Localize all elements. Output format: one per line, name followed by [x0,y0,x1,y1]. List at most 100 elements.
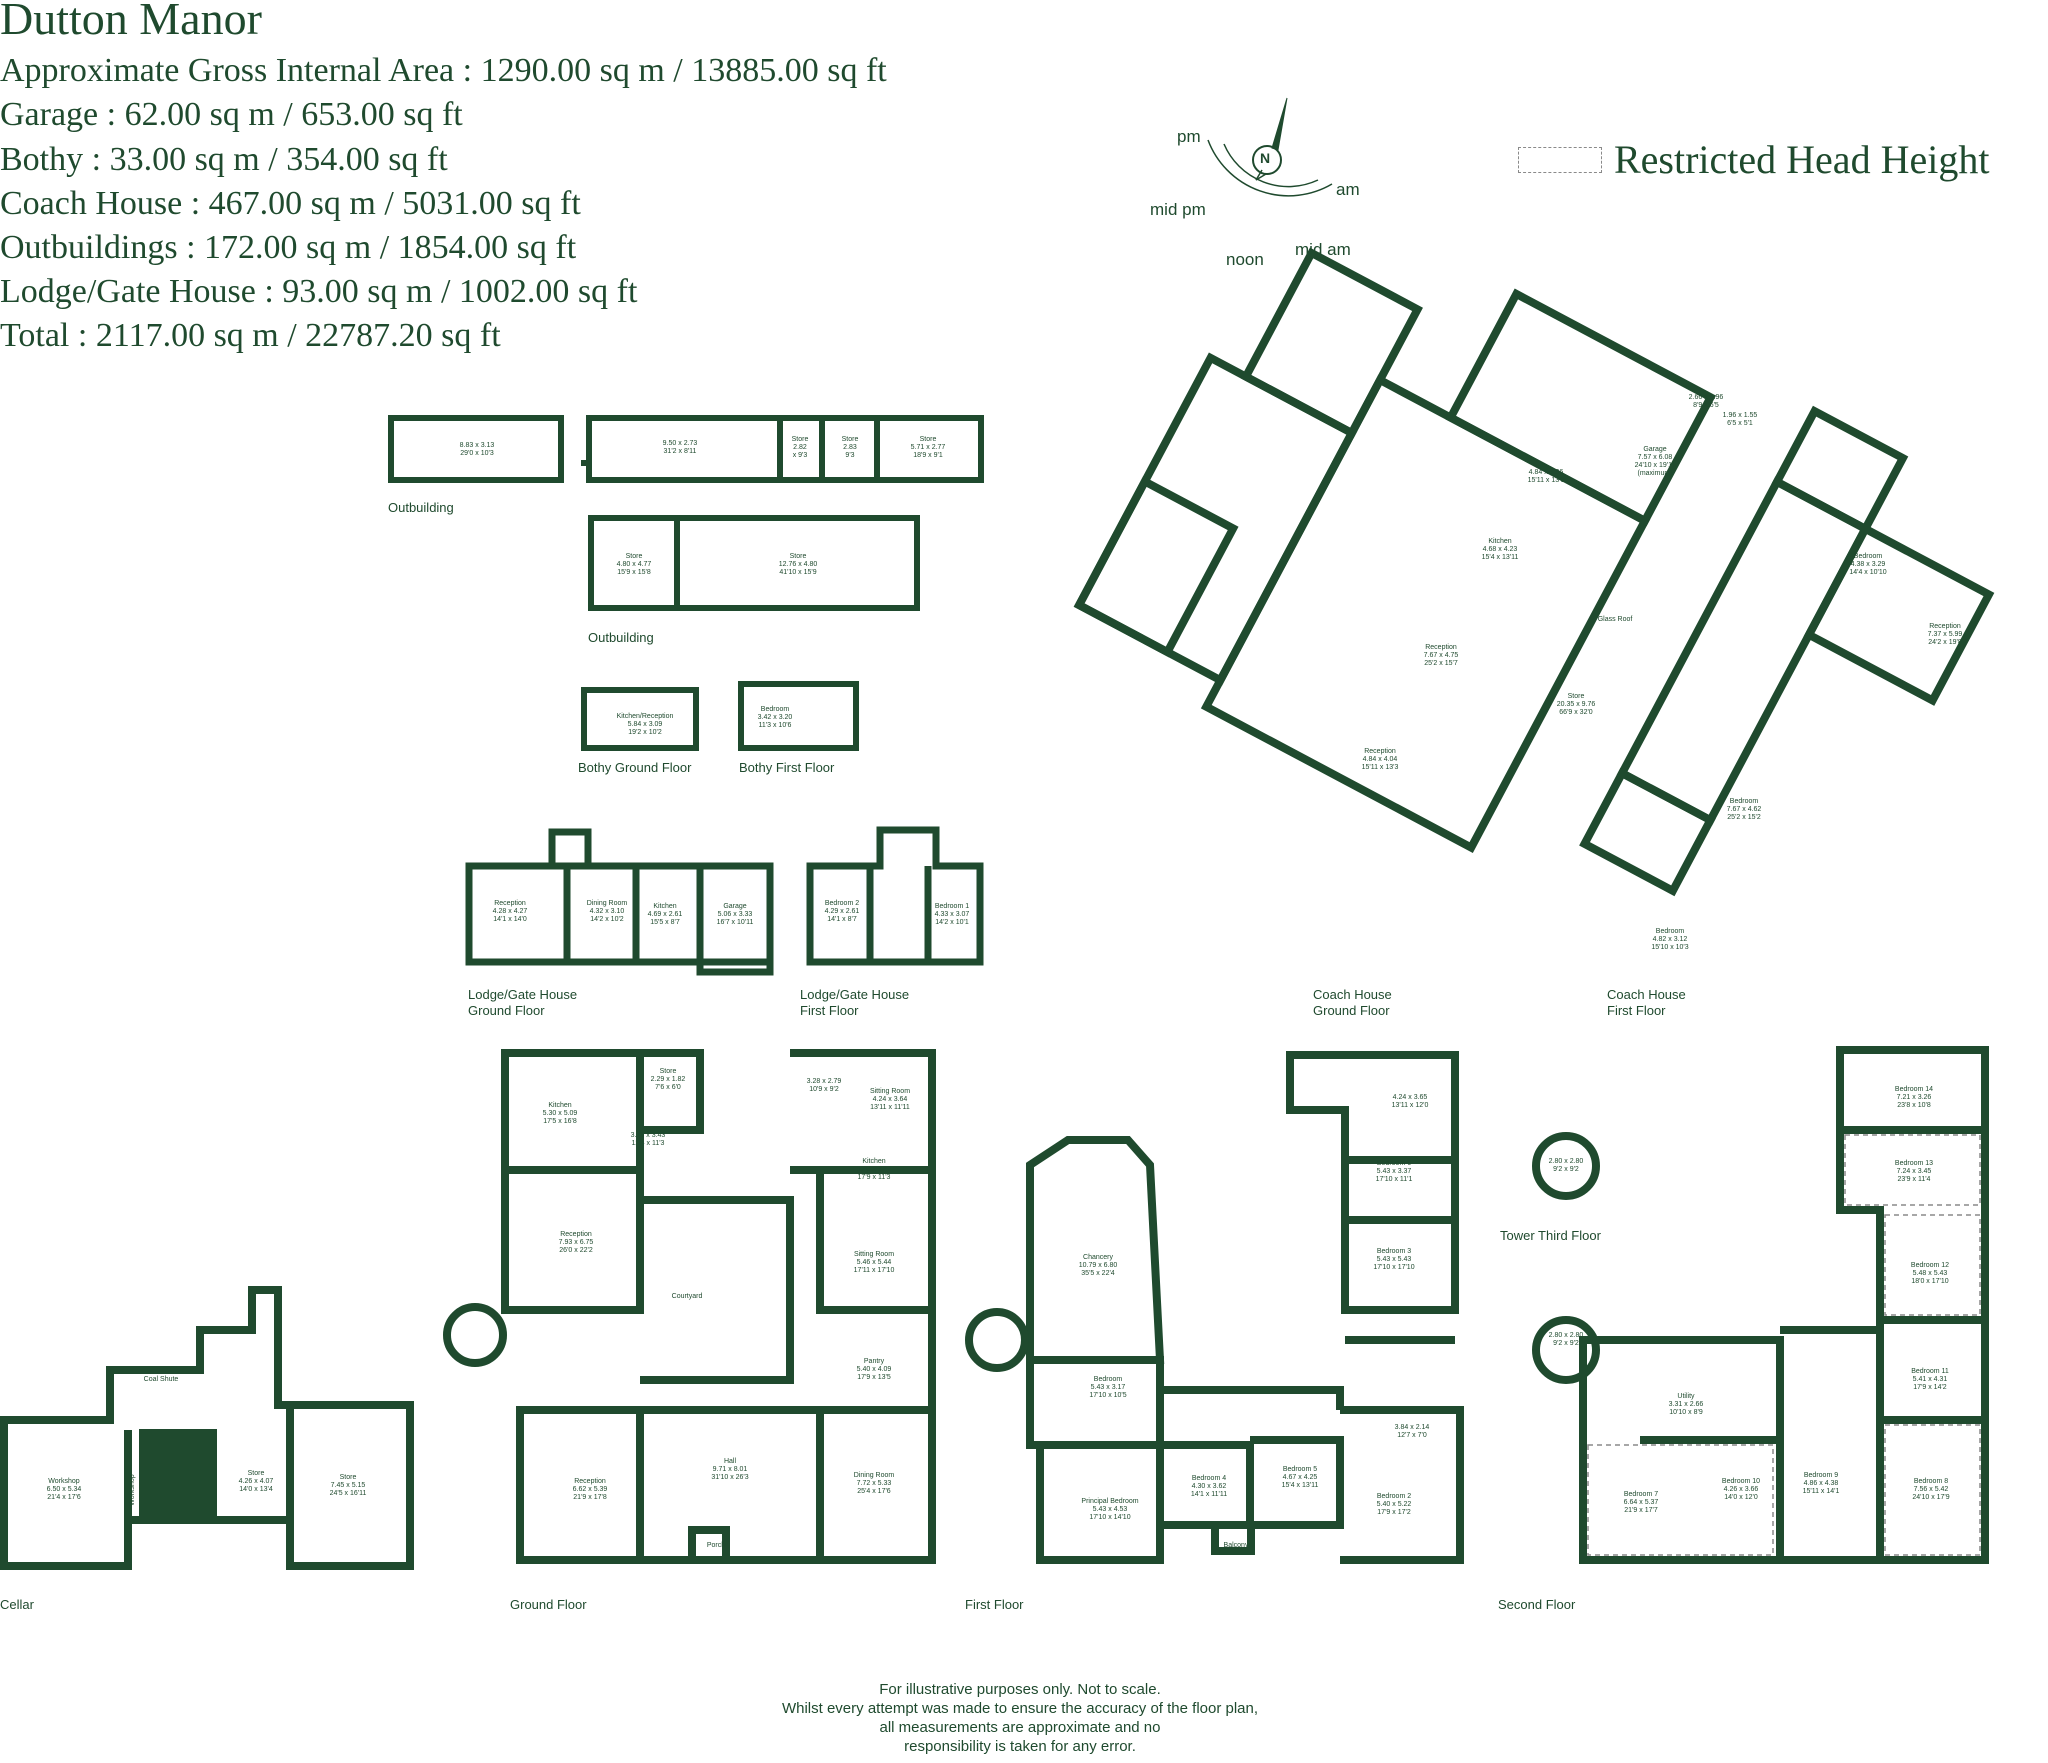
compass-icon [1207,97,1333,200]
legend: Restricted Head Height [1518,136,1989,183]
room-label: Store 5.71 x 2.77 18'9 x 9'1 [910,436,946,459]
compass-north: N [1260,150,1271,166]
plan-label-second-floor: Second Floor [1498,1597,1576,1612]
room-label: Bedroom 7 6.64 x 5.37 21'9 x 17'7 [1623,1491,1659,1514]
room-label: Bedroom 2 5.40 x 5.22 17'9 x 17'2 [1376,1493,1412,1516]
room-label: 2.80 x 2.80 9'2 x 9'2 [1548,1332,1584,1347]
room-label: Store 4.80 x 4.77 15'9 x 15'8 [616,553,652,576]
room-label: Bedroom 4.38 x 3.29 14'4 x 10'10 [1849,553,1887,576]
room-label: Kitchen 4.69 x 2.61 15'5 x 8'7 [647,903,683,926]
room-label: 8.83 x 3.13 29'0 x 10'3 [459,442,495,457]
room-label: Store 4.26 x 4.07 14'0 x 13'4 [238,1470,274,1493]
room-label: Reception 4.84 x 4.04 15'11 x 13'3 [1361,748,1399,771]
room-label: Kitchen 5.40 x 3.42 17'9 x 11'3 [856,1158,892,1181]
room-label: 9.50 x 2.73 31'2 x 8'11 [662,440,698,455]
room-label: Bedroom 2 4.29 x 2.61 14'1 x 8'7 [824,900,860,923]
plan-label-bothy-first: Bothy First Floor [739,760,835,775]
area-line-total: Total : 2117.00 sq m / 22787.20 sq ft [0,317,501,354]
area-line-gross: Approximate Gross Internal Area : 1290.0… [0,52,887,89]
room-label: 2.66 x 1.96 8'9 x 6'5 [1688,394,1724,409]
room-label: 4.24 x 3.65 13'11 x 12'0 [1391,1094,1429,1109]
room-label: Bedroom 5 4.67 x 4.25 15'4 x 13'11 [1281,1466,1319,1489]
room-label: Bedroom 13 7.24 x 3.45 23'9 x 11'4 [1894,1160,1934,1183]
room-label: 4.84 x 3.96 15'11 x 13'0 [1527,469,1565,484]
room-label: Store 2.82 x 9'3 [791,436,809,459]
compass-pm: pm [1177,127,1201,146]
room-label: Reception 7.93 x 6.75 26'0 x 22'2 [558,1231,594,1254]
room-label: Store 20.35 x 9.76 66'9 x 32'0 [1556,693,1596,716]
plan-label-lodge-first: Lodge/Gate House First Floor [800,987,910,1018]
plan-label-ground-floor: Ground Floor [510,1597,587,1612]
room-label: Bedroom 8 7.56 x 5.42 24'10 x 17'9 [1912,1478,1950,1501]
room-label: Workshop [129,1474,136,1506]
room-label: Bedroom 7.67 x 4.62 25'2 x 15'2 [1726,798,1762,821]
plan-label-outbuilding-1: Outbuilding [388,500,454,515]
page-title: Dutton Manor [0,0,262,44]
room-label: 3.78 x 3.43 12'4 x 11'3 [630,1132,666,1147]
compass-mid-pm: mid pm [1150,200,1206,219]
area-line-coach-house: Coach House : 467.00 sq m / 5031.00 sq f… [0,185,581,222]
plan-label-cellar: Cellar [0,1597,34,1612]
disclaimer: For illustrative purposes only. Not to s… [781,1681,1259,1755]
room-label: 2.80 x 2.80 9'2 x 9'2 [1548,1158,1584,1173]
plan-label-coach-ground: Coach House Ground Floor [1313,987,1392,1018]
room-label: Garage 7.57 x 6.08 24'10 x 19'11 (maximu… [1634,446,1676,477]
area-line-outbuildings: Outbuildings : 172.00 sq m / 1854.00 sq … [0,229,577,266]
room-label: Porch [706,1542,726,1549]
room-label: Principal Bedroom 5.43 x 4.53 17'10 x 14… [1081,1498,1139,1521]
plan-label-first-floor: First Floor [965,1597,1024,1612]
room-label: Reception 4.28 x 4.27 14'1 x 14'0 [492,900,528,923]
room-label: Bedroom 4 4.30 x 3.62 14'1 x 11'11 [1190,1475,1228,1498]
room-label: Kitchen 4.68 x 4.23 15'4 x 13'11 [1481,538,1519,561]
room-label: Utility 3.31 x 2.66 10'10 x 8'9 [1668,1393,1704,1416]
room-label: Kitchen 5.30 x 5.09 17'5 x 16'8 [542,1102,578,1125]
room-label: Garage 5.06 x 3.33 16'7 x 10'11 [716,903,754,926]
plan-label-lodge-ground: Lodge/Gate House Ground Floor [468,987,578,1018]
restricted-head-height-swatch [1518,146,1602,173]
room-label: Glass Roof [1597,616,1633,623]
room-label: Bedroom 12 5.48 x 5.43 18'0 x 17'10 [1910,1262,1950,1285]
room-label: Hall 9.71 x 8.01 31'10 x 26'3 [711,1458,749,1481]
room-label: Kitchen/Reception 5.84 x 3.09 19'2 x 10'… [616,713,674,736]
plan-label-tower-third: Tower Third Floor [1500,1228,1601,1243]
room-label: 3.28 x 2.79 10'9 x 9'2 [806,1078,842,1093]
room-label: Bedroom 4.82 x 3.12 15'10 x 10'3 [1651,928,1689,951]
area-line-bothy: Bothy : 33.00 sq m / 354.00 sq ft [0,141,448,178]
room-label: Bedroom 1 4.33 x 3.07 14'2 x 10'1 [934,903,970,926]
room-label: Courtyard [671,1293,703,1300]
compass-mid-am: mid am [1295,240,1351,259]
plan-label-outbuilding-2: Outbuilding [588,630,654,645]
room-label: Store 2.29 x 1.82 7'6 x 6'0 [650,1068,686,1091]
room-label: Store 2.83 9'3 [841,436,859,459]
room-label: Sitting Room 5.46 x 5.44 17'11 x 17'10 [853,1251,895,1274]
room-label: Reception 7.37 x 5.99 24'2 x 19'8 [1927,623,1963,646]
room-label: Store 12.76 x 4.80 41'10 x 15'9 [778,553,818,576]
room-label: Balcony [1223,1542,1249,1549]
room-label: Bedroom 9 4.86 x 4.38 15'11 x 14'1 [1802,1472,1840,1495]
room-label: Bedroom 3 5.43 x 5.43 17'10 x 17'10 [1373,1248,1415,1271]
room-label: Bedroom 14 7.21 x 3.26 23'8 x 10'8 [1894,1086,1934,1109]
room-label: Bedroom 5.43 x 3.17 17'10 x 10'5 [1089,1376,1127,1399]
room-label: Bedroom 10 4.26 x 3.66 14'0 x 12'0 [1721,1478,1761,1501]
room-label: Dining Room 7.72 x 5.33 25'4 x 17'6 [853,1472,895,1495]
room-label: Bedroom 6 5.43 x 3.37 17'10 x 11'1 [1375,1160,1413,1183]
room-label: Pantry 5.40 x 4.09 17'9 x 13'5 [856,1358,892,1381]
compass-noon: noon [1226,250,1264,269]
room-label: Bedroom 11 5.41 x 4.31 17'9 x 14'2 [1911,1368,1949,1391]
room-label: Sitting Room 4.24 x 3.64 13'11 x 11'11 [869,1088,911,1111]
room-label: Reception 6.62 x 5.39 21'9 x 17'8 [572,1478,608,1501]
plan-label-bothy-ground: Bothy Ground Floor [578,760,692,775]
room-label: Bedroom 3.42 x 3.20 11'3 x 10'6 [757,706,793,729]
plan-label-coach-first: Coach House First Floor [1607,987,1686,1018]
room-label: Reception 7.67 x 4.75 25'2 x 15'7 [1423,644,1459,667]
room-label: Store 7.45 x 5.15 24'5 x 16'11 [329,1474,367,1497]
room-label: Dining Room 4.32 x 3.10 14'2 x 10'2 [586,900,628,923]
room-label: 3.84 x 2.14 12'7 x 7'0 [1394,1424,1430,1439]
room-label: Coal Shute [143,1376,179,1383]
room-label: 1.96 x 1.55 6'5 x 5'1 [1722,412,1758,427]
room-label: Workshop 6.50 x 5.34 21'4 x 17'6 [46,1478,82,1501]
legend-label: Restricted Head Height [1614,137,1990,182]
area-line-lodge: Lodge/Gate House : 93.00 sq m / 1002.00 … [0,273,638,310]
area-line-garage: Garage : 62.00 sq m / 653.00 sq ft [0,96,463,133]
